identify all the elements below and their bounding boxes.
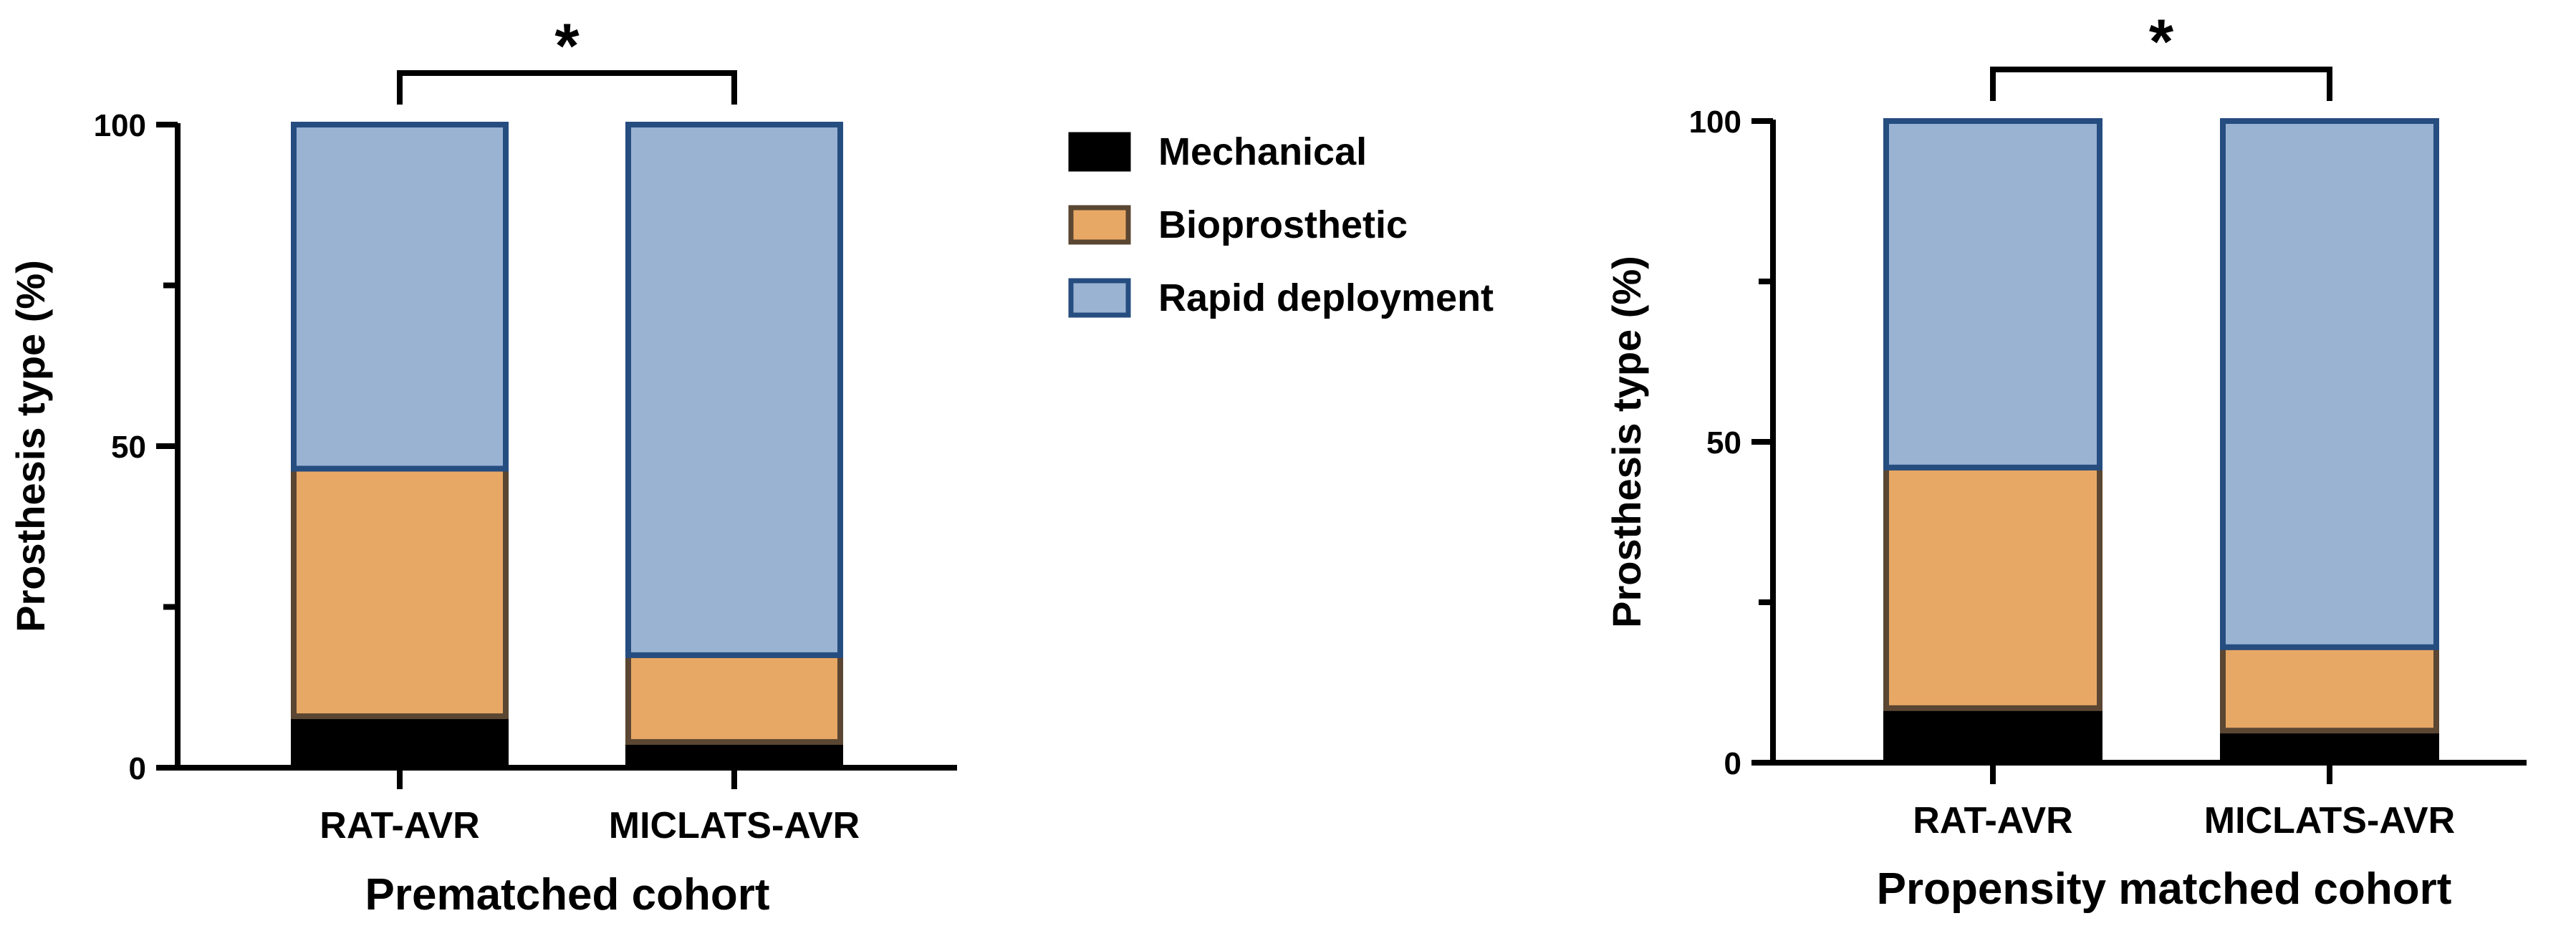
legend-swatch-bioprosthetic xyxy=(1068,205,1131,245)
y-tick-label: 0 xyxy=(129,751,146,786)
significance-bracket xyxy=(397,70,737,105)
legend-swatch-rapid-deployment xyxy=(1068,278,1131,318)
bar-segment-rapid-deployment-miclats-avr xyxy=(2220,118,2439,650)
y-axis-title: Prosthesis type (%) xyxy=(1604,256,1649,628)
x-axis-title: Propensity matched cohort xyxy=(1877,864,2452,914)
y-tick-label: 50 xyxy=(1706,425,1741,460)
x-tick-label: MICLATS-AVR xyxy=(609,805,860,846)
x-axis-title: Prematched cohort xyxy=(365,870,769,920)
significance-marker: * xyxy=(554,10,580,81)
y-tick-label: 100 xyxy=(1689,105,1741,140)
significance-bracket xyxy=(1990,67,2332,101)
bar-segment-rapid-deployment-miclats-avr xyxy=(625,122,843,658)
legend-swatch-mechanical xyxy=(1068,132,1131,172)
significance-marker: * xyxy=(2149,6,2174,77)
y-axis-title: Prosthesis type (%) xyxy=(8,260,53,632)
legend-label: Bioprosthetic xyxy=(1158,203,1408,246)
legend-label: Rapid deployment xyxy=(1158,276,1494,319)
bar-segment-mechanical-miclats-avr xyxy=(2220,728,2439,766)
bar-segment-bioprosthetic-miclats-avr xyxy=(625,652,843,745)
bar-segment-bioprosthetic-rat-avr xyxy=(1883,464,2102,711)
bar-segment-rapid-deployment-rat-avr xyxy=(291,122,509,472)
y-tick-label: 50 xyxy=(111,430,146,465)
legend-label: Mechanical xyxy=(1158,130,1367,173)
bar-segment-mechanical-miclats-avr xyxy=(625,739,843,771)
x-tick-label: RAT-AVR xyxy=(1913,800,2072,841)
y-tick-label: 0 xyxy=(1724,746,1741,781)
bar-segment-bioprosthetic-miclats-avr xyxy=(2220,644,2439,734)
bar-segment-mechanical-rat-avr xyxy=(291,713,509,771)
x-tick-label: MICLATS-AVR xyxy=(2204,800,2455,841)
bar-segment-bioprosthetic-rat-avr xyxy=(291,465,509,720)
y-tick-label: 100 xyxy=(94,108,146,143)
bar-segment-rapid-deployment-rat-avr xyxy=(1883,118,2102,470)
x-tick-label: RAT-AVR xyxy=(319,805,479,846)
bar-segment-mechanical-rat-avr xyxy=(1883,705,2102,766)
